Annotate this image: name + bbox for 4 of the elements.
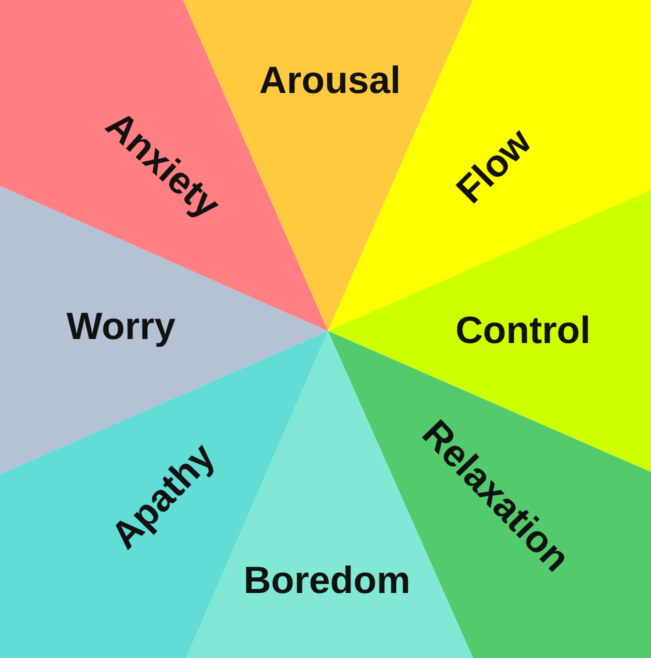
sector-label: Arousal: [259, 62, 401, 102]
sector-label: Worry: [66, 308, 176, 348]
sector-label: Control: [455, 312, 591, 352]
sector-label: Boredom: [244, 562, 410, 602]
